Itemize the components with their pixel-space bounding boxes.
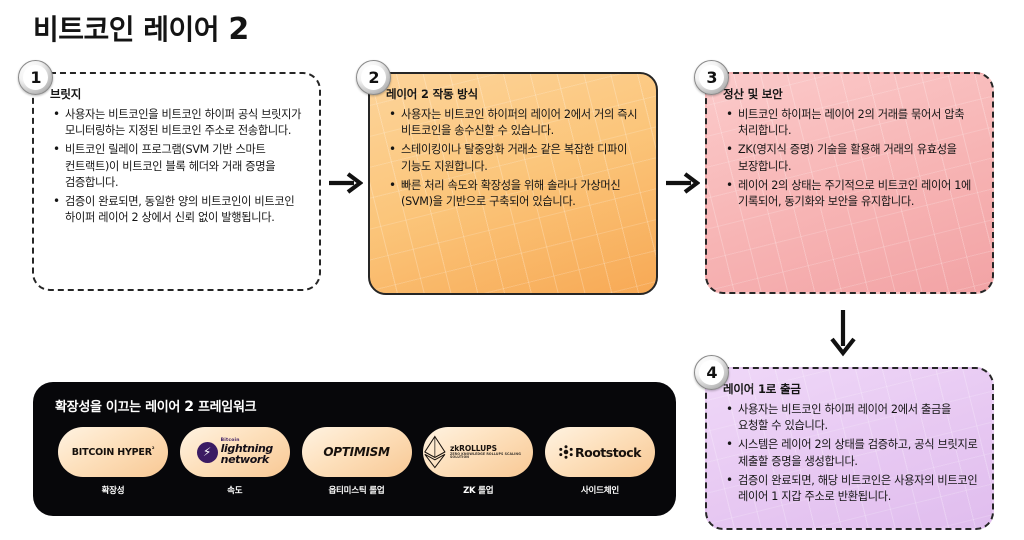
step-card-4-list: 사용자는 비트코인 하이퍼 레이어 2에서 출금을 요청할 수 있습니다. 시스… (723, 401, 978, 505)
logo-pill-bitcoin-hyper: BITCOIN HYPER² (58, 427, 168, 477)
list-item: 검증이 완료되면, 해당 비트코인은 사용자의 비트코인 레이어 1 지갑 주소… (723, 472, 978, 505)
step-card-2-list: 사용자는 비트코인 하이퍼의 레이어 2에서 거의 즉시 비트코인을 송수신할 … (386, 106, 642, 210)
logo-cell-bitcoin-hyper: BITCOIN HYPER² 확장성 (55, 427, 171, 496)
list-item: 스테이킹이나 탈중앙화 거래소 같은 복잡한 디파이 기능도 지원합니다. (386, 141, 642, 174)
logo-caption-lightning-network: 속도 (227, 486, 243, 496)
logo-caption-zk-rollups: ZK 롤업 (463, 486, 494, 496)
step-card-2-title-accent: 2 (420, 87, 429, 101)
step-card-1-list: 사용자는 비트코인을 비트코인 하이퍼 공식 브릿지가 모니터링하는 지정된 비… (50, 106, 305, 227)
rootstock-wordmark: Rootstock (574, 444, 642, 460)
lightning-small-label: Bitcoin (220, 437, 240, 443)
rootstock-logo-icon: Rootstock (559, 444, 642, 460)
framework-panel: 확장성을 이끄는 레이어 2 프레임워크 BITCOIN HYPER² 확장성 … (33, 382, 676, 516)
step-card-4-title-accent: 1 (757, 382, 766, 396)
lightning-network-logo-icon: ⚡ Bitcoin lightning network (196, 437, 274, 467)
step-badge-4: 4 (694, 355, 729, 390)
list-item: 검증이 완료되면, 동일한 양의 비트코인이 비트코인 하이퍼 레이어 2 상에… (50, 193, 305, 226)
step-card-2-title-post: 작동 방식 (432, 87, 479, 101)
logo-cell-optimism: OPTIMISM 옵티미스틱 롤업 (299, 427, 415, 496)
zk-rollups-subtitle: ZERO KNOWLEDGE ROLLUPS SCALING SOLUTION (449, 451, 521, 459)
logo-cell-lightning-network: ⚡ Bitcoin lightning network 속도 (177, 427, 293, 496)
list-item: ZK(영지식 증명) 기술을 활용해 거래의 유효성을 보장합니다. (723, 141, 978, 174)
step-card-3: 정산 및 보안 비트코인 하이퍼는 레이어 2의 거래를 묶어서 압축 처리합니… (705, 72, 994, 294)
step-card-1: 브릿지 사용자는 비트코인을 비트코인 하이퍼 공식 브릿지가 모니터링하는 지… (32, 72, 321, 291)
step-card-4-title-pre: 레이어 (723, 382, 755, 396)
list-item: 빠른 처리 속도와 확장성을 위해 솔라나 가상머신(SVM)을 기반으로 구축… (386, 177, 642, 210)
step-card-2: 레이어 2 작동 방식 사용자는 비트코인 하이퍼의 레이어 2에서 거의 즉시… (368, 72, 658, 295)
arrow-down-icon (826, 308, 860, 362)
step-card-3-title: 정산 및 보안 (723, 87, 783, 101)
logo-pill-optimism: OPTIMISM (301, 427, 412, 477)
rootstock-mark-icon (559, 445, 573, 459)
step-badge-1-number: 1 (30, 68, 41, 87)
page-title-main: 비트코인 레이어 (33, 13, 220, 46)
logo-caption-optimism: 옵티미스틱 롤업 (328, 486, 385, 496)
page-title-accent: 2 (228, 12, 249, 47)
list-item: 사용자는 비트코인 하이퍼 레이어 2에서 출금을 요청할 수 있습니다. (723, 401, 978, 434)
logo-pill-lightning-network: ⚡ Bitcoin lightning network (179, 427, 290, 477)
step-card-1-title: 브릿지 (50, 87, 82, 101)
step-badge-2-number: 2 (368, 68, 379, 87)
bitcoin-hyper-sup: ² (151, 445, 155, 453)
lightning-bolt-icon: ⚡ (196, 441, 218, 463)
step-badge-1: 1 (18, 60, 53, 95)
list-item: 사용자는 비트코인 하이퍼의 레이어 2에서 거의 즉시 비트코인을 송수신할 … (386, 106, 642, 139)
list-item: 시스템은 레이어 2의 상태를 검증하고, 공식 브릿지로 제출할 증명을 생성… (723, 436, 978, 469)
logo-cell-rootstock: Rootstock 사이드체인 (542, 427, 658, 496)
step-card-4-title: 레이어 1로 출금 (723, 381, 978, 397)
lightning-wordmark: Bitcoin lightning network (220, 437, 274, 467)
zk-rollups-name: zkROLLUPS (449, 443, 497, 453)
optimism-logo-icon: OPTIMISM (323, 445, 390, 459)
list-item: 레이어 2의 상태는 주기적으로 비트코인 레이어 1에 기록되어, 동기화와 … (723, 177, 978, 210)
list-item: 비트코인 릴레이 프로그램(SVM 기반 스마트 컨트랙트)이 비트코인 블록 … (50, 141, 305, 191)
logo-pill-rootstock: Rootstock (545, 427, 655, 477)
step-card-2-title-pre: 레이어 (386, 87, 418, 101)
logo-caption-rootstock: 사이드체인 (580, 486, 620, 496)
step-card-4-title-post: 로 출금 (765, 382, 801, 396)
logo-cell-zk-rollups: zkROLLUPS ZERO KNOWLEDGE ROLLUPS SCALING… (420, 427, 536, 496)
step-badge-3: 3 (694, 60, 729, 95)
framework-title-accent: 2 (184, 399, 194, 415)
step-card-4: 레이어 1로 출금 사용자는 비트코인 하이퍼 레이어 2에서 출금을 요청할 … (705, 367, 994, 530)
bitcoin-hyper-logo-icon: BITCOIN HYPER² (72, 446, 155, 458)
zk-rollups-logo-icon: zkROLLUPS ZERO KNOWLEDGE ROLLUPS SCALING… (423, 433, 533, 471)
logo-caption-bitcoin-hyper: 확장성 (101, 486, 125, 496)
step-card-3-list: 비트코인 하이퍼는 레이어 2의 거래를 묶어서 압축 처리합니다. ZK(영지… (723, 106, 978, 210)
lightning-line2: network (220, 453, 270, 467)
lightning-line1: lightning (220, 442, 274, 456)
page-title: 비트코인 레이어 2 (33, 8, 249, 48)
step-badge-2: 2 (356, 60, 391, 95)
arrow-right-icon-1 (327, 166, 364, 204)
arrow-right-icon-2 (664, 166, 701, 204)
step-badge-4-number: 4 (706, 363, 717, 382)
framework-title-pre: 확장성을 이끄는 레이어 (55, 400, 181, 415)
zk-rollups-wordmark: zkROLLUPS ZERO KNOWLEDGE ROLLUPS SCALING… (449, 443, 533, 460)
list-item: 비트코인 하이퍼는 레이어 2의 거래를 묶어서 압축 처리합니다. (723, 106, 978, 139)
framework-panel-title: 확장성을 이끄는 레이어 2 프레임워크 (55, 396, 658, 415)
step-badge-3-number: 3 (706, 68, 717, 87)
step-card-2-title: 레이어 2 작동 방식 (386, 86, 642, 102)
list-item: 사용자는 비트코인을 비트코인 하이퍼 공식 브릿지가 모니터링하는 지정된 비… (50, 106, 305, 139)
framework-title-post: 프레임워크 (197, 400, 257, 415)
ethereum-diamond-icon (424, 435, 446, 469)
logo-pill-zk-rollups: zkROLLUPS ZERO KNOWLEDGE ROLLUPS SCALING… (423, 427, 534, 477)
bitcoin-hyper-wordmark: BITCOIN HYPER (71, 447, 152, 459)
framework-logo-row: BITCOIN HYPER² 확장성 ⚡ Bitcoin lightning n… (55, 427, 658, 496)
